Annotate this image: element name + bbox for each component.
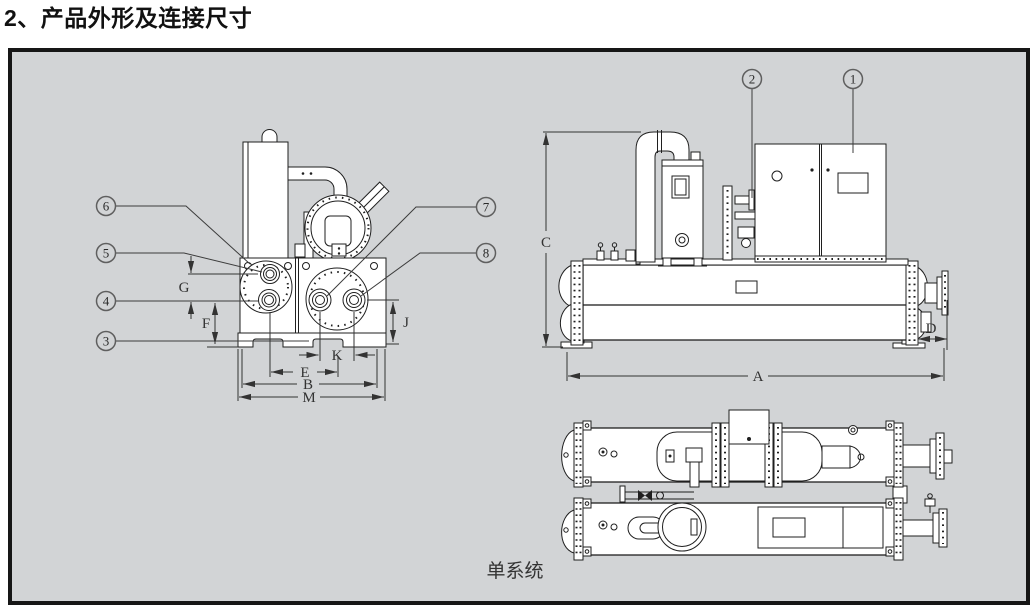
plan-nozzle-top [902, 432, 953, 480]
plan-nozzle-bottom [902, 493, 948, 548]
callout-1: 1 [842, 68, 864, 90]
callout-8-label: 8 [483, 246, 490, 261]
callout-4: 4 [95, 290, 117, 312]
mid-piping-side [722, 185, 758, 261]
leader-8 [360, 252, 477, 297]
condenser-end [305, 267, 369, 331]
dim-label-K: K [332, 348, 343, 364]
top-rail [582, 258, 909, 266]
economizer-plan [627, 502, 707, 552]
callout-2: 2 [741, 68, 763, 90]
cabinet-window [837, 172, 869, 194]
dimension-drawing: 6 5 4 3 7 [95, 68, 953, 582]
callout-2-label: 2 [749, 72, 756, 87]
dim-G: G [179, 256, 258, 319]
evaporator-shell-side [582, 304, 909, 341]
hand-hole [735, 280, 758, 294]
callout-5-label: 5 [103, 246, 110, 261]
control-cabinet-plan [757, 506, 884, 549]
dim-B: B [241, 349, 378, 393]
figure-caption: 单系统 [486, 560, 543, 582]
front-view: 6 5 4 3 7 [95, 129, 497, 406]
tube-sheet-flanges [570, 260, 919, 346]
left-head-top [558, 264, 573, 308]
dim-label-D: D [926, 321, 937, 337]
section-title: 2、产品外形及连接尺寸 [4, 5, 253, 31]
dim-label-B: B [303, 377, 313, 393]
dim-label-A: A [753, 369, 764, 385]
dim-E: E [269, 312, 339, 381]
callout-5: 5 [95, 242, 117, 264]
compressor-plan [656, 409, 865, 488]
right-water-nozzle-side [920, 270, 949, 333]
leader-6 [115, 205, 251, 265]
side-view: 2 1 C A [541, 68, 949, 385]
callout-3-label: 3 [103, 334, 110, 349]
callout-6: 6 [95, 195, 117, 217]
dim-label-J: J [403, 315, 409, 331]
dim-label-M: M [302, 390, 315, 406]
inter-shell-piping [619, 485, 908, 504]
callout-6-label: 6 [103, 199, 110, 214]
figure-panel: 6 5 4 3 7 [8, 48, 1030, 605]
dim-label-F: F [202, 316, 210, 332]
oil-separator-side [658, 151, 707, 267]
dim-D: D [917, 300, 948, 350]
dim-label-C: C [541, 235, 551, 251]
dim-M: M [237, 349, 386, 406]
motor-plan [821, 445, 851, 469]
shell-fittings-plan [598, 447, 618, 531]
dim-C: C [541, 131, 641, 348]
callout-8: 8 [475, 242, 497, 264]
leader-5 [115, 252, 263, 273]
valve-front [294, 243, 306, 258]
base-frame [237, 332, 387, 348]
dim-K: K [299, 312, 375, 364]
dim-J: J [367, 299, 409, 345]
callout-4-label: 4 [103, 294, 110, 309]
control-cabinet-side [754, 143, 887, 263]
dim-A: A [566, 348, 945, 385]
vent-plan [848, 425, 858, 435]
left-head-bottom [559, 303, 573, 342]
callout-7-label: 7 [483, 200, 490, 215]
compressor-front [304, 194, 372, 262]
dim-label-G: G [179, 280, 190, 296]
dim-F: F [202, 303, 238, 348]
leader-7 [326, 206, 477, 297]
callout-3: 3 [95, 330, 117, 352]
discharge-elbow-front [287, 164, 348, 198]
callout-7: 7 [475, 196, 497, 218]
callout-1-label: 1 [850, 72, 857, 87]
plan-view [561, 409, 953, 561]
dim-label-E: E [300, 365, 309, 381]
